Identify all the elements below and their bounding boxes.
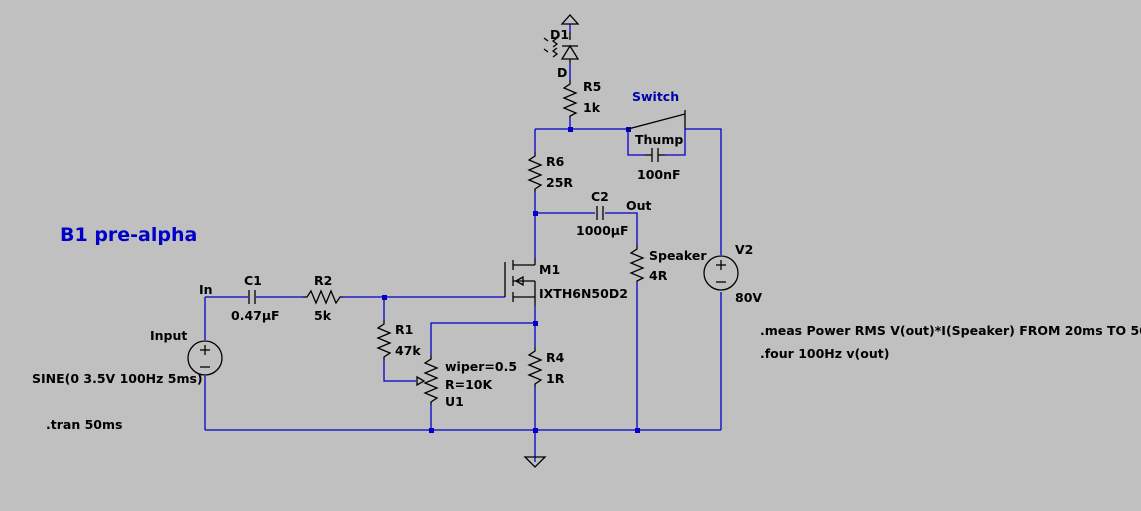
r2-name: R2 — [314, 273, 332, 288]
four-directive: .four 100Hz v(out) — [760, 346, 889, 361]
r5-value: 1k — [583, 100, 601, 115]
r4-value: 1R — [546, 371, 565, 386]
junctions — [382, 127, 640, 433]
r6-resistor-symbol — [527, 152, 543, 192]
u1-wiper: wiper=0.5 — [445, 359, 517, 374]
v2-voltage-source-symbol — [703, 255, 739, 291]
tran-directive: .tran 50ms — [46, 417, 122, 432]
u1-value: R=10K — [445, 377, 493, 392]
r6-value: 25R — [546, 175, 573, 190]
c1-value: 0.47µF — [231, 308, 280, 323]
v2-value: 80V — [735, 290, 762, 305]
input-voltage-source-symbol — [187, 340, 223, 376]
thump-capacitor-symbol — [645, 148, 665, 162]
v2-name: V2 — [735, 242, 753, 257]
thump-name: Thump — [635, 132, 683, 147]
m1-value: IXTH6N50D2 — [539, 286, 628, 301]
u1-potentiometer-symbol — [416, 355, 439, 405]
r2-value: 5k — [314, 308, 332, 323]
r6-name: R6 — [546, 154, 565, 169]
c2-name: C2 — [591, 189, 609, 204]
c1-name: C1 — [244, 273, 262, 288]
c1-capacitor-symbol — [248, 290, 256, 304]
c2-value: 1000µF — [576, 223, 629, 238]
speaker-resistor-symbol — [629, 245, 645, 282]
r2-resistor-symbol — [303, 289, 343, 305]
r4-name: R4 — [546, 350, 565, 365]
speaker-name: Speaker — [649, 248, 707, 263]
net-out-label: Out — [626, 198, 652, 213]
switch-name: Switch — [632, 89, 679, 104]
d1-led-symbol — [543, 32, 580, 63]
thump-value: 100nF — [637, 167, 681, 182]
meas-directive: .meas Power RMS V(out)*I(Speaker) FROM 2… — [760, 323, 1141, 338]
d1-name: D1 — [550, 27, 569, 42]
net-d-label: D — [557, 65, 567, 80]
speaker-value: 4R — [649, 268, 668, 283]
switch-symbol — [627, 110, 686, 130]
m1-mosfet-symbol — [504, 258, 536, 306]
wires — [204, 63, 722, 462]
schematic-title: B1 pre-alpha — [60, 224, 197, 246]
r4-resistor-symbol — [527, 347, 543, 387]
ground-bottom-icon — [523, 456, 547, 468]
m1-name: M1 — [539, 262, 560, 277]
r5-resistor-symbol — [562, 80, 578, 118]
input-name: Input — [150, 328, 187, 343]
u1-name: U1 — [445, 394, 464, 409]
input-value: SINE(0 3.5V 100Hz 5ms) — [32, 371, 203, 386]
r5-name: R5 — [583, 79, 601, 94]
r1-value: 47k — [395, 343, 421, 358]
r1-name: R1 — [395, 322, 413, 337]
ground-top-icon — [560, 14, 580, 32]
c2-capacitor-symbol — [596, 206, 604, 220]
r1-resistor-symbol — [376, 320, 392, 360]
net-in-label: In — [199, 282, 213, 297]
